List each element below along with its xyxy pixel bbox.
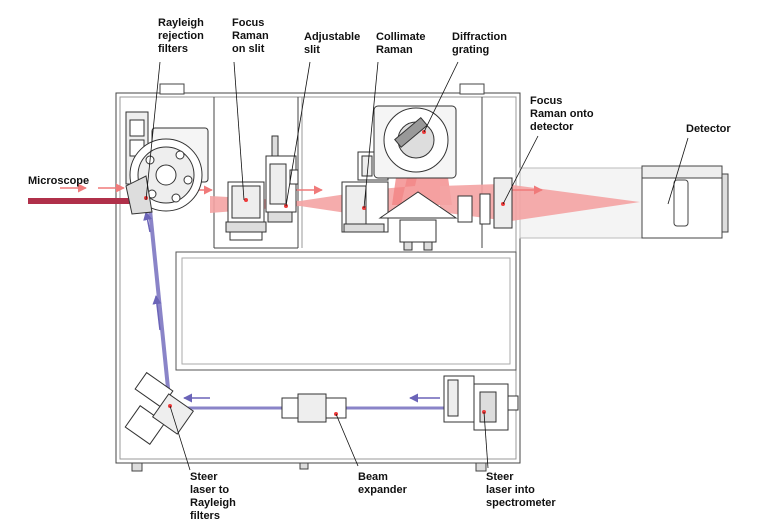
label-line: Raman onto [530, 108, 594, 120]
label-line: expander [358, 484, 408, 496]
steer-laser-spectrometer-mount [443, 375, 519, 431]
label-focus-raman-detector: Focus Raman onto detector [530, 95, 597, 133]
label-adjustable-slit: Adjustable slit [304, 31, 363, 56]
label-line: Detector [686, 123, 731, 135]
label-line: laser to [190, 484, 229, 496]
label-line: Microscope [28, 175, 89, 187]
label-line: Raman [232, 30, 269, 42]
label-line: rejection [158, 30, 204, 42]
label-line: Beam [358, 471, 388, 483]
leader-lines [145, 61, 689, 471]
label-line: Steer [486, 471, 514, 483]
spectrometer-housing [115, 83, 521, 472]
label-line: Rayleigh [158, 17, 204, 29]
label-line: spectrometer [486, 497, 556, 509]
label-line: Steer [190, 471, 218, 483]
label-line: Focus [232, 17, 264, 29]
label-steer-laser-spectrometer: Steer laser into spectrometer [486, 471, 556, 509]
label-line: Collimate [376, 31, 426, 43]
label-focus-raman-slit: Focus Raman on slit [232, 17, 272, 55]
rayleigh-filter-wheel [125, 111, 209, 215]
label-line: detector [530, 121, 574, 133]
label-line: grating [452, 44, 489, 56]
diffraction-grating-assembly [373, 105, 457, 179]
label-line: slit [304, 44, 320, 56]
label-detector: Detector [686, 123, 731, 135]
label-steer-laser-rayleigh: Steer laser to Rayleigh filters [190, 471, 239, 522]
focus-lens-assembly [225, 181, 267, 241]
label-line: Rayleigh [190, 497, 236, 509]
steer-laser-rayleigh-mount [124, 371, 195, 445]
label-line: Raman [376, 44, 413, 56]
label-line: filters [190, 510, 220, 522]
output-lens-assembly [457, 177, 513, 229]
label-line: Diffraction [452, 31, 507, 43]
label-beam-expander: Beam expander [358, 471, 408, 496]
label-line: filters [158, 43, 188, 55]
label-rayleigh-filters: Rayleigh rejection filters [158, 17, 207, 55]
adjustable-slit-assembly [265, 135, 299, 223]
label-diffraction-grating: Diffraction grating [452, 31, 510, 56]
label-collimate-raman: Collimate Raman [376, 31, 429, 56]
label-line: on slit [232, 43, 265, 55]
label-microscope: Microscope [28, 175, 89, 187]
label-line: Focus [530, 95, 562, 107]
beam-expander-assembly [281, 393, 347, 423]
label-line: Adjustable [304, 31, 360, 43]
label-line: laser into [486, 484, 535, 496]
focusing-mirror-assembly [378, 191, 458, 251]
